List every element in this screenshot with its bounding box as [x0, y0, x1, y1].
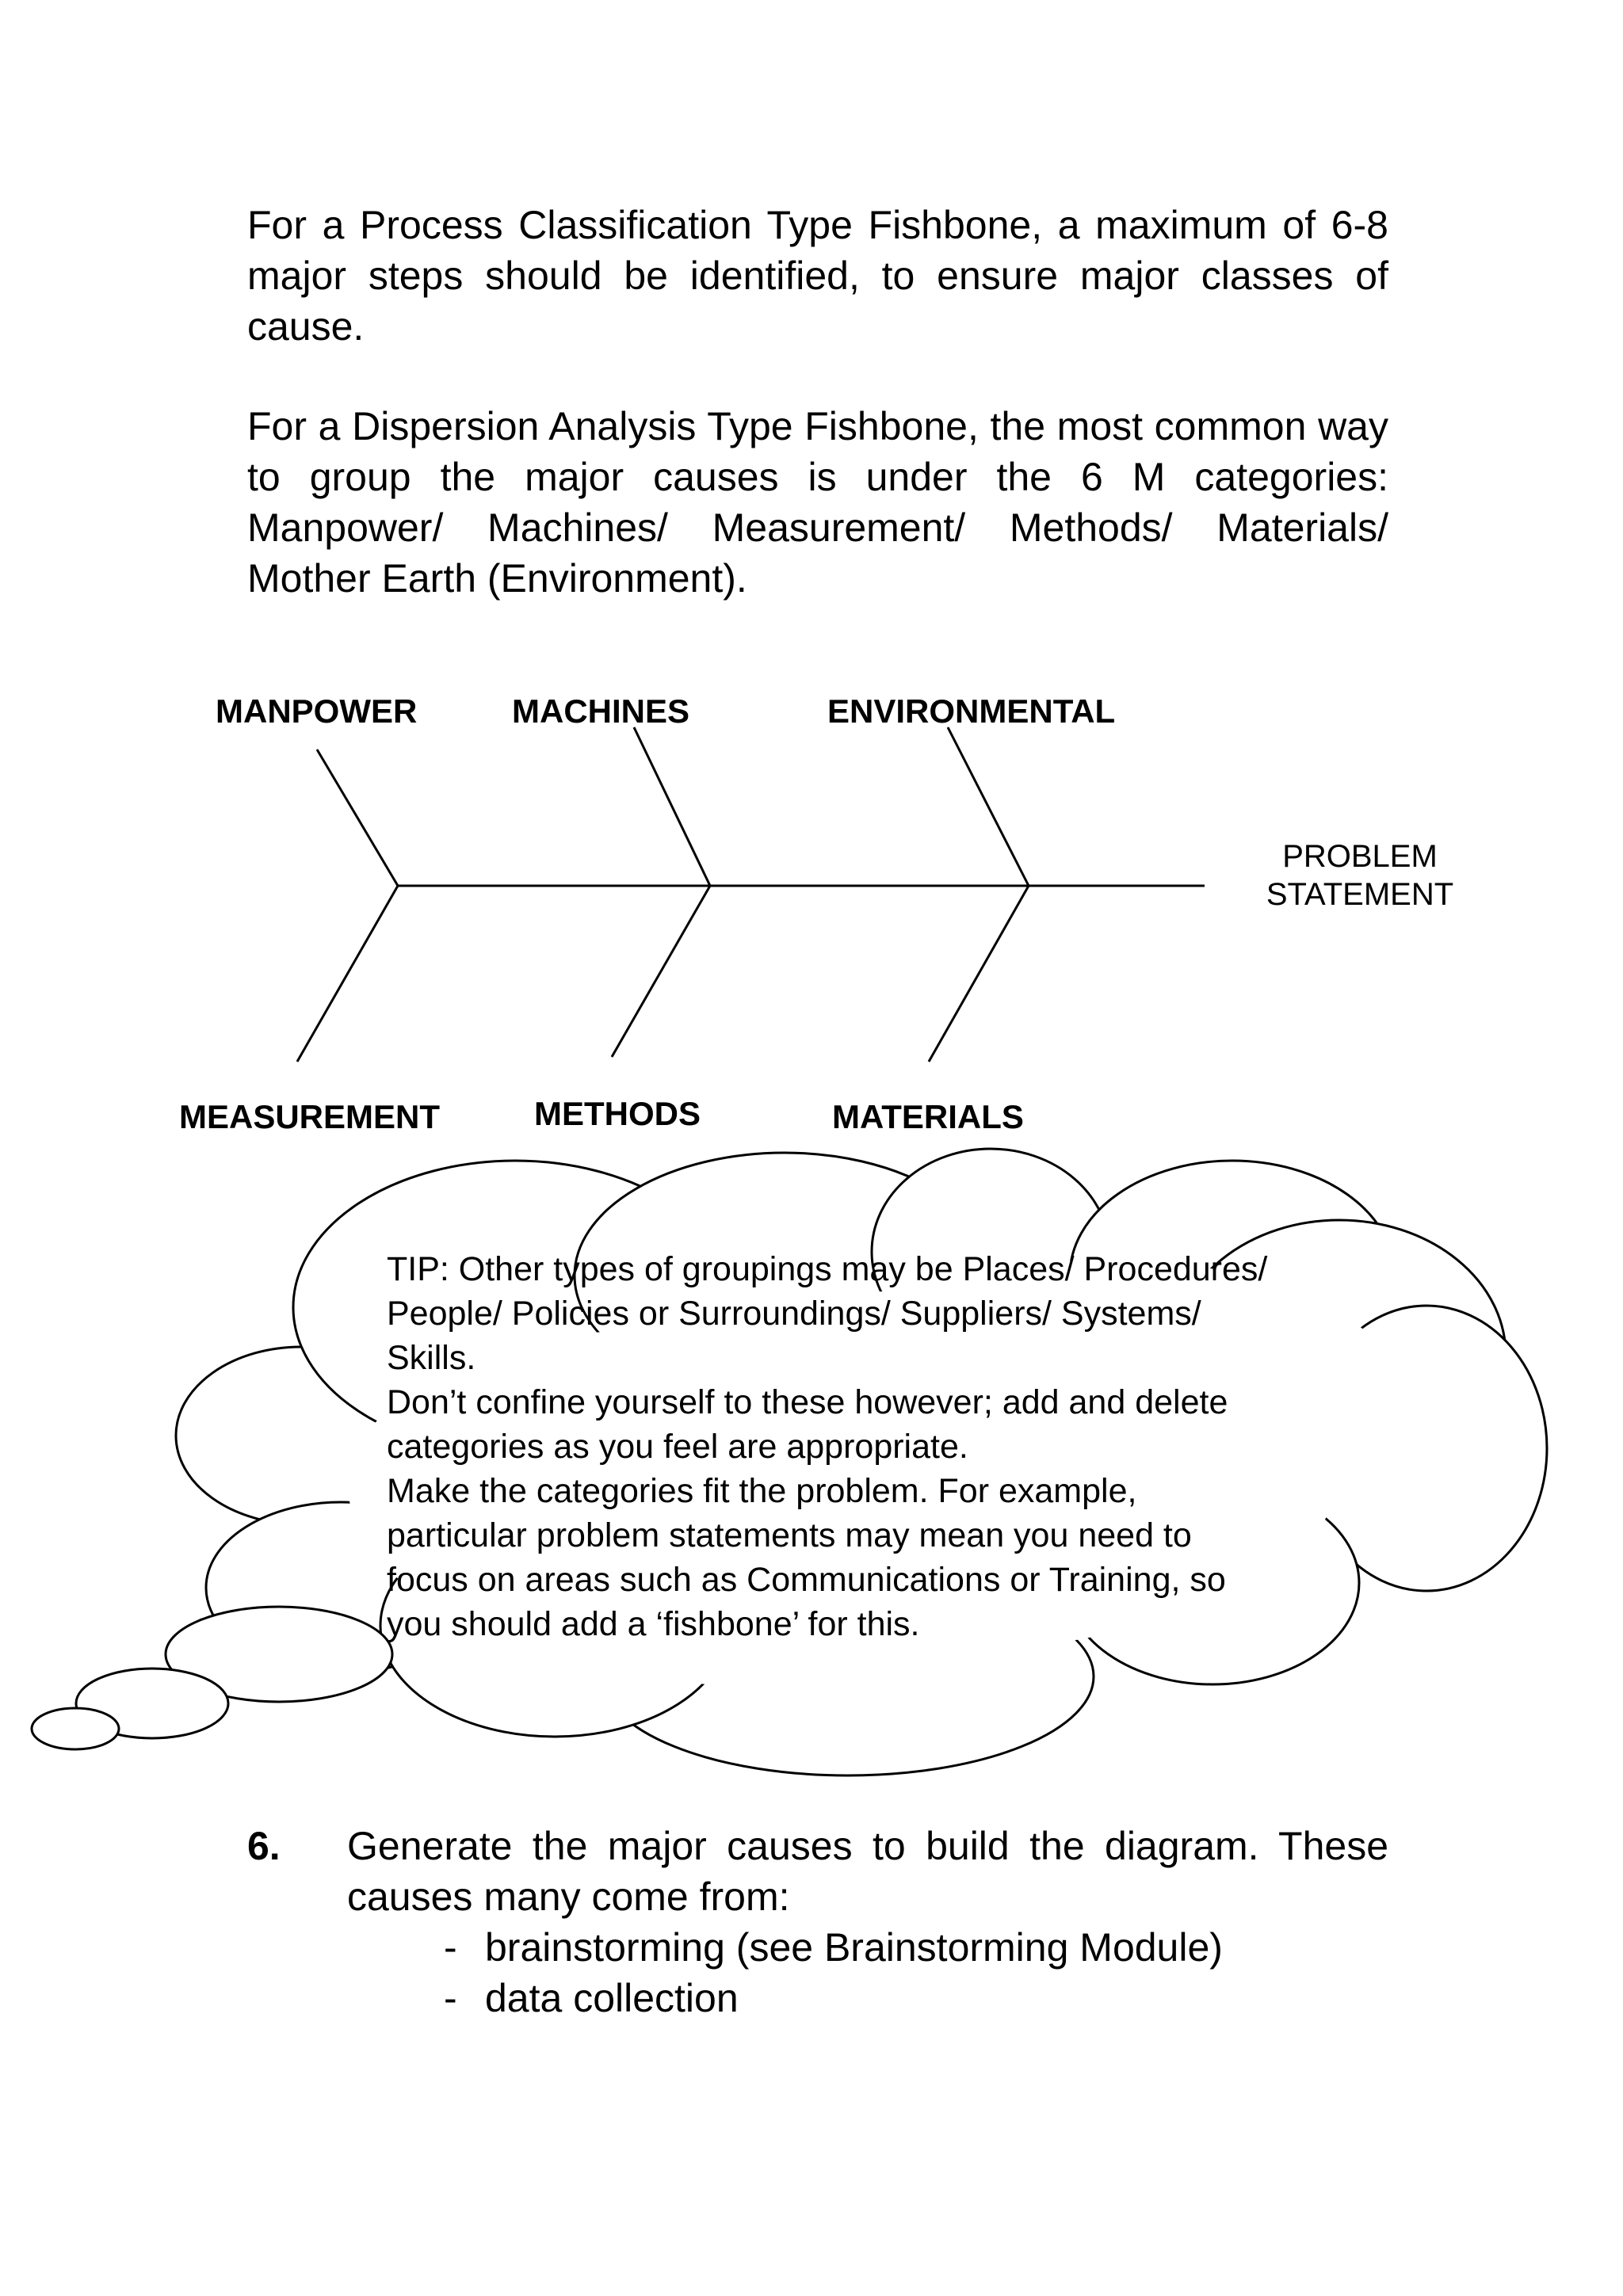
list-item-text: data collection	[485, 1976, 739, 2020]
category-methods: METHODS	[534, 1095, 701, 1132]
tip-text: TIP: Other types of groupings may be Pla…	[387, 1247, 1274, 1646]
category-machines: MACHINES	[512, 692, 689, 730]
category-environmental: ENVIRONMENTAL	[827, 692, 1115, 730]
category-measurement: MEASUREMENT	[179, 1098, 440, 1135]
category-manpower: MANPOWER	[216, 692, 417, 730]
step-text: Generate the major causes to build the d…	[347, 1821, 1388, 1922]
bone-methods	[612, 886, 710, 1057]
thought-bubble-small	[32, 1708, 119, 1749]
list-bullet: -	[444, 1973, 485, 2023]
list-item: -data collection	[444, 1973, 1395, 2023]
bone-measurement	[297, 886, 398, 1062]
list-bullet: -	[444, 1922, 485, 1973]
list-item: -brainstorming (see Brainstorming Module…	[444, 1922, 1395, 1973]
category-materials: MATERIALS	[832, 1098, 1024, 1135]
problem-statement-line1: PROBLEM	[1282, 839, 1438, 874]
tip-confine: Don’t confine yourself to these however;…	[387, 1380, 1274, 1469]
bone-manpower	[317, 749, 398, 886]
step-number: 6.	[247, 1821, 281, 1871]
list-item-text: brainstorming (see Brainstorming Module)	[485, 1925, 1223, 1970]
cause-sources-list: -brainstorming (see Brainstorming Module…	[444, 1922, 1395, 2023]
problem-statement-line2: STATEMENT	[1266, 877, 1453, 912]
tip-fit-problem: Make the categories fit the problem. For…	[387, 1469, 1274, 1646]
bone-machines	[634, 727, 710, 886]
tip-groupings: TIP: Other types of groupings may be Pla…	[387, 1247, 1274, 1380]
bone-materials	[929, 886, 1029, 1062]
bone-environmental	[948, 727, 1029, 886]
